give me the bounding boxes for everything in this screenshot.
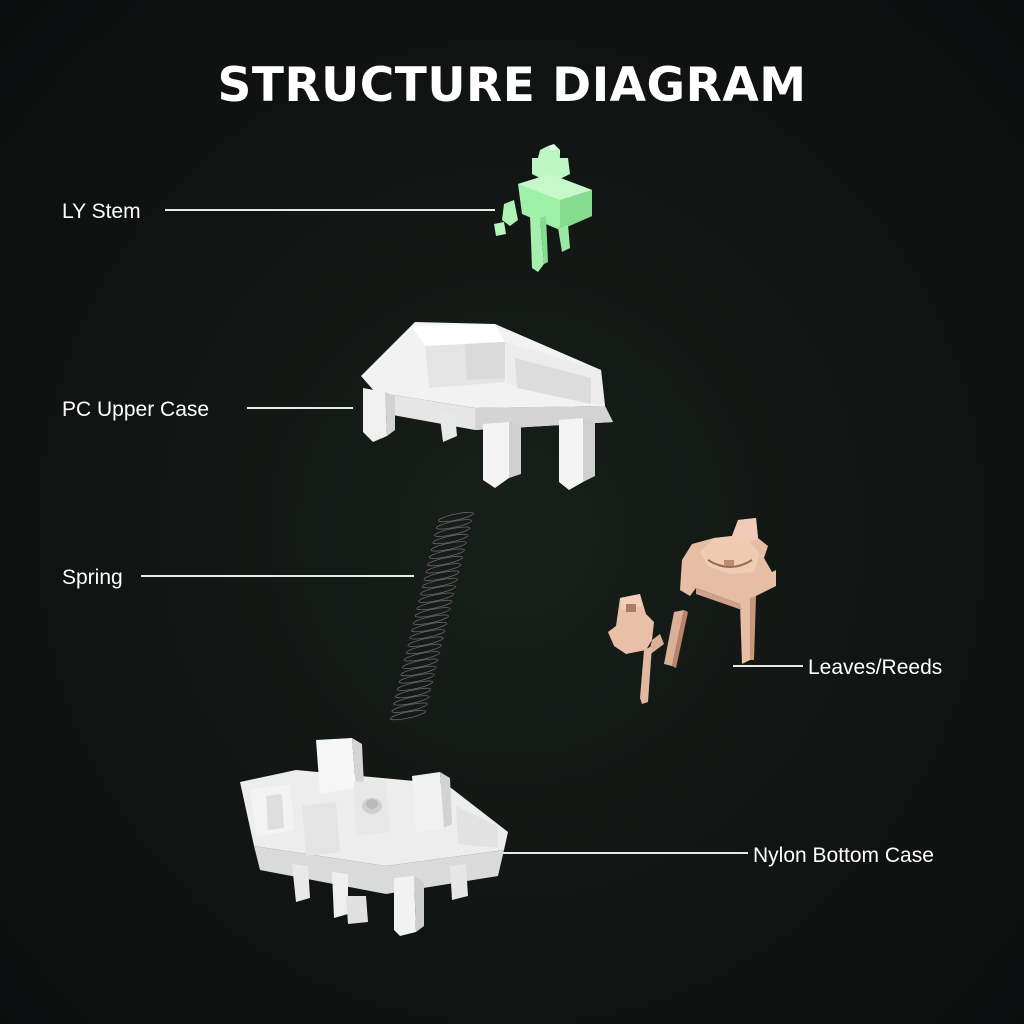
label-leaves-reeds: Leaves/Reeds	[808, 656, 943, 679]
spring-coil-highlight	[396, 680, 433, 691]
spring-coil-highlight	[435, 519, 473, 530]
spring-coil-highlight	[403, 651, 441, 662]
leader-line-spring	[141, 575, 414, 577]
spring-coil-highlight	[425, 563, 462, 574]
spring-illustration	[387, 511, 477, 723]
spring-coil-highlight	[398, 673, 435, 684]
spring-coil-highlight	[405, 643, 442, 655]
spring-coil-highlight	[419, 585, 457, 596]
spring-coil-highlight	[430, 541, 467, 552]
label-ly-stem: LY Stem	[62, 200, 141, 223]
spring-coil-highlight	[412, 614, 449, 625]
spring-coil-highlight	[393, 695, 430, 706]
leader-line-ly-stem	[165, 209, 495, 211]
spring-coil-highlight	[411, 621, 448, 633]
leader-line-leaves-reeds	[733, 665, 803, 667]
spring-coil-highlight	[400, 665, 437, 677]
label-spring: Spring	[62, 566, 123, 589]
spring-coil-highlight	[418, 592, 455, 603]
label-nylon-bottom-case: Nylon Bottom Case	[753, 844, 934, 867]
spring-coil-highlight	[423, 570, 460, 581]
spring-coil-highlight	[421, 577, 458, 589]
spring-coil-highlight	[389, 709, 426, 721]
spring-coil-highlight	[414, 607, 451, 618]
spring-coil-highlight	[407, 636, 444, 647]
leaves-reeds-illustration	[608, 518, 776, 704]
spring-coil-highlight	[391, 702, 428, 713]
spring-coil-highlight	[434, 526, 471, 537]
nylon-bottom-case-illustration	[240, 738, 508, 936]
spring-coil-highlight	[437, 511, 474, 523]
ly-stem-illustration	[494, 144, 592, 272]
spring-coil-highlight	[427, 555, 464, 567]
spring-coil-highlight	[416, 599, 453, 611]
spring-coil-highlight	[432, 533, 469, 545]
spring-coil-highlight	[428, 548, 465, 559]
leader-line-pc-upper-case	[247, 407, 353, 409]
spring-coil-highlight	[395, 687, 432, 699]
diagram-title: STRUCTURE DIAGRAM	[217, 58, 807, 113]
label-pc-upper-case: PC Upper Case	[62, 398, 210, 421]
spring-coil-highlight	[409, 629, 446, 640]
leader-line-nylon-bottom-case	[496, 852, 748, 854]
spring-coil-highlight	[402, 658, 439, 669]
pc-upper-case-illustration	[361, 322, 613, 490]
